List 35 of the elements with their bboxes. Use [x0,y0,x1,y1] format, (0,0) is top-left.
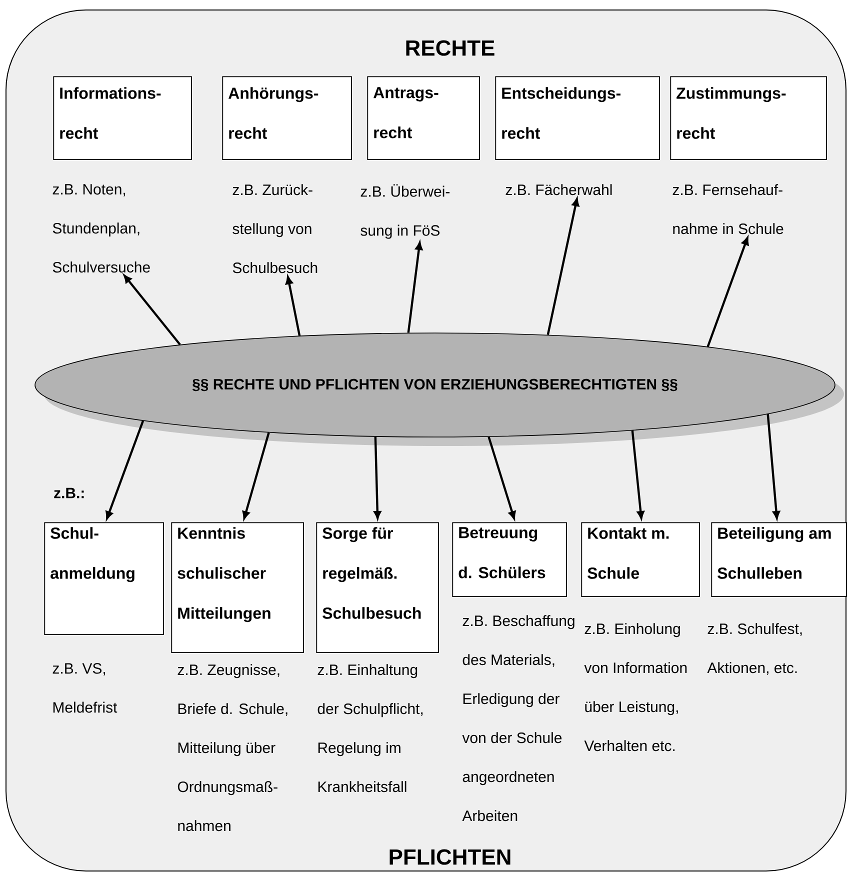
heading-box: Schul- anmeldung [44,522,164,635]
example-text: z.B. Überwei- sung in FöS [360,184,450,239]
arrow [631,430,644,519]
example-text: z.B. Einholung von Information über Leistung, Verhalten etc. [584,623,687,752]
heading-box: Informations- recht [52,76,192,160]
heading-box: Sorge für regelmäß. Schulbesuch [316,522,440,653]
heading-box: Kontakt m. Schule [580,522,700,597]
example-text: z.B. Fächerwahl [506,184,612,196]
example-text: z.B. Zurück- stellung von Schulbesuch [232,184,318,274]
heading-box: Entscheidungs- recht [494,76,660,160]
heading-box: Anhörungs- recht [222,76,352,160]
example-text: z.B. VS, Meldefrist [52,663,118,713]
arrow [546,198,580,335]
heading-box: Antrags- recht [366,76,480,160]
arrow [242,432,270,520]
heading-box: Betreuung d. Schülers [452,522,568,597]
example-text: z.B. Zeugnisse, Briefe d. Schule, Mitteilung über Ordnungsmaß- nahmen [178,664,288,832]
arrow [766,414,780,519]
heading-box: Kenntnis schulischer Mitteilungen [170,522,304,653]
example-text: z.B. Einhaltung der Schulpflicht, Regelung im Krankheitsfall [318,664,423,792]
example-marker: z.B.: [54,488,84,498]
section-heading: PFLICHTEN [390,849,510,865]
example-text: z.B. Noten, Stundenplan, Schulversuche [52,184,150,273]
arrow [286,276,301,336]
heading-box: Beteiligung am Schulleben [710,522,848,597]
arrow [488,436,516,520]
example-text: z.B. Schulfest, Aktionen, etc. [707,623,802,675]
arrow [106,420,144,520]
arrow [124,274,181,346]
arrow [407,242,423,333]
section-heading: RECHTE [406,40,494,56]
example-text: z.B. Beschaffung des Materials, Erledigung der von der Schule angeordneten Arbeiten [462,615,574,822]
heading-box: Zustimmungs- recht [670,76,828,160]
example-text: z.B. Fernsehauf- nahme in Schule [672,184,784,234]
arrow [706,237,749,348]
